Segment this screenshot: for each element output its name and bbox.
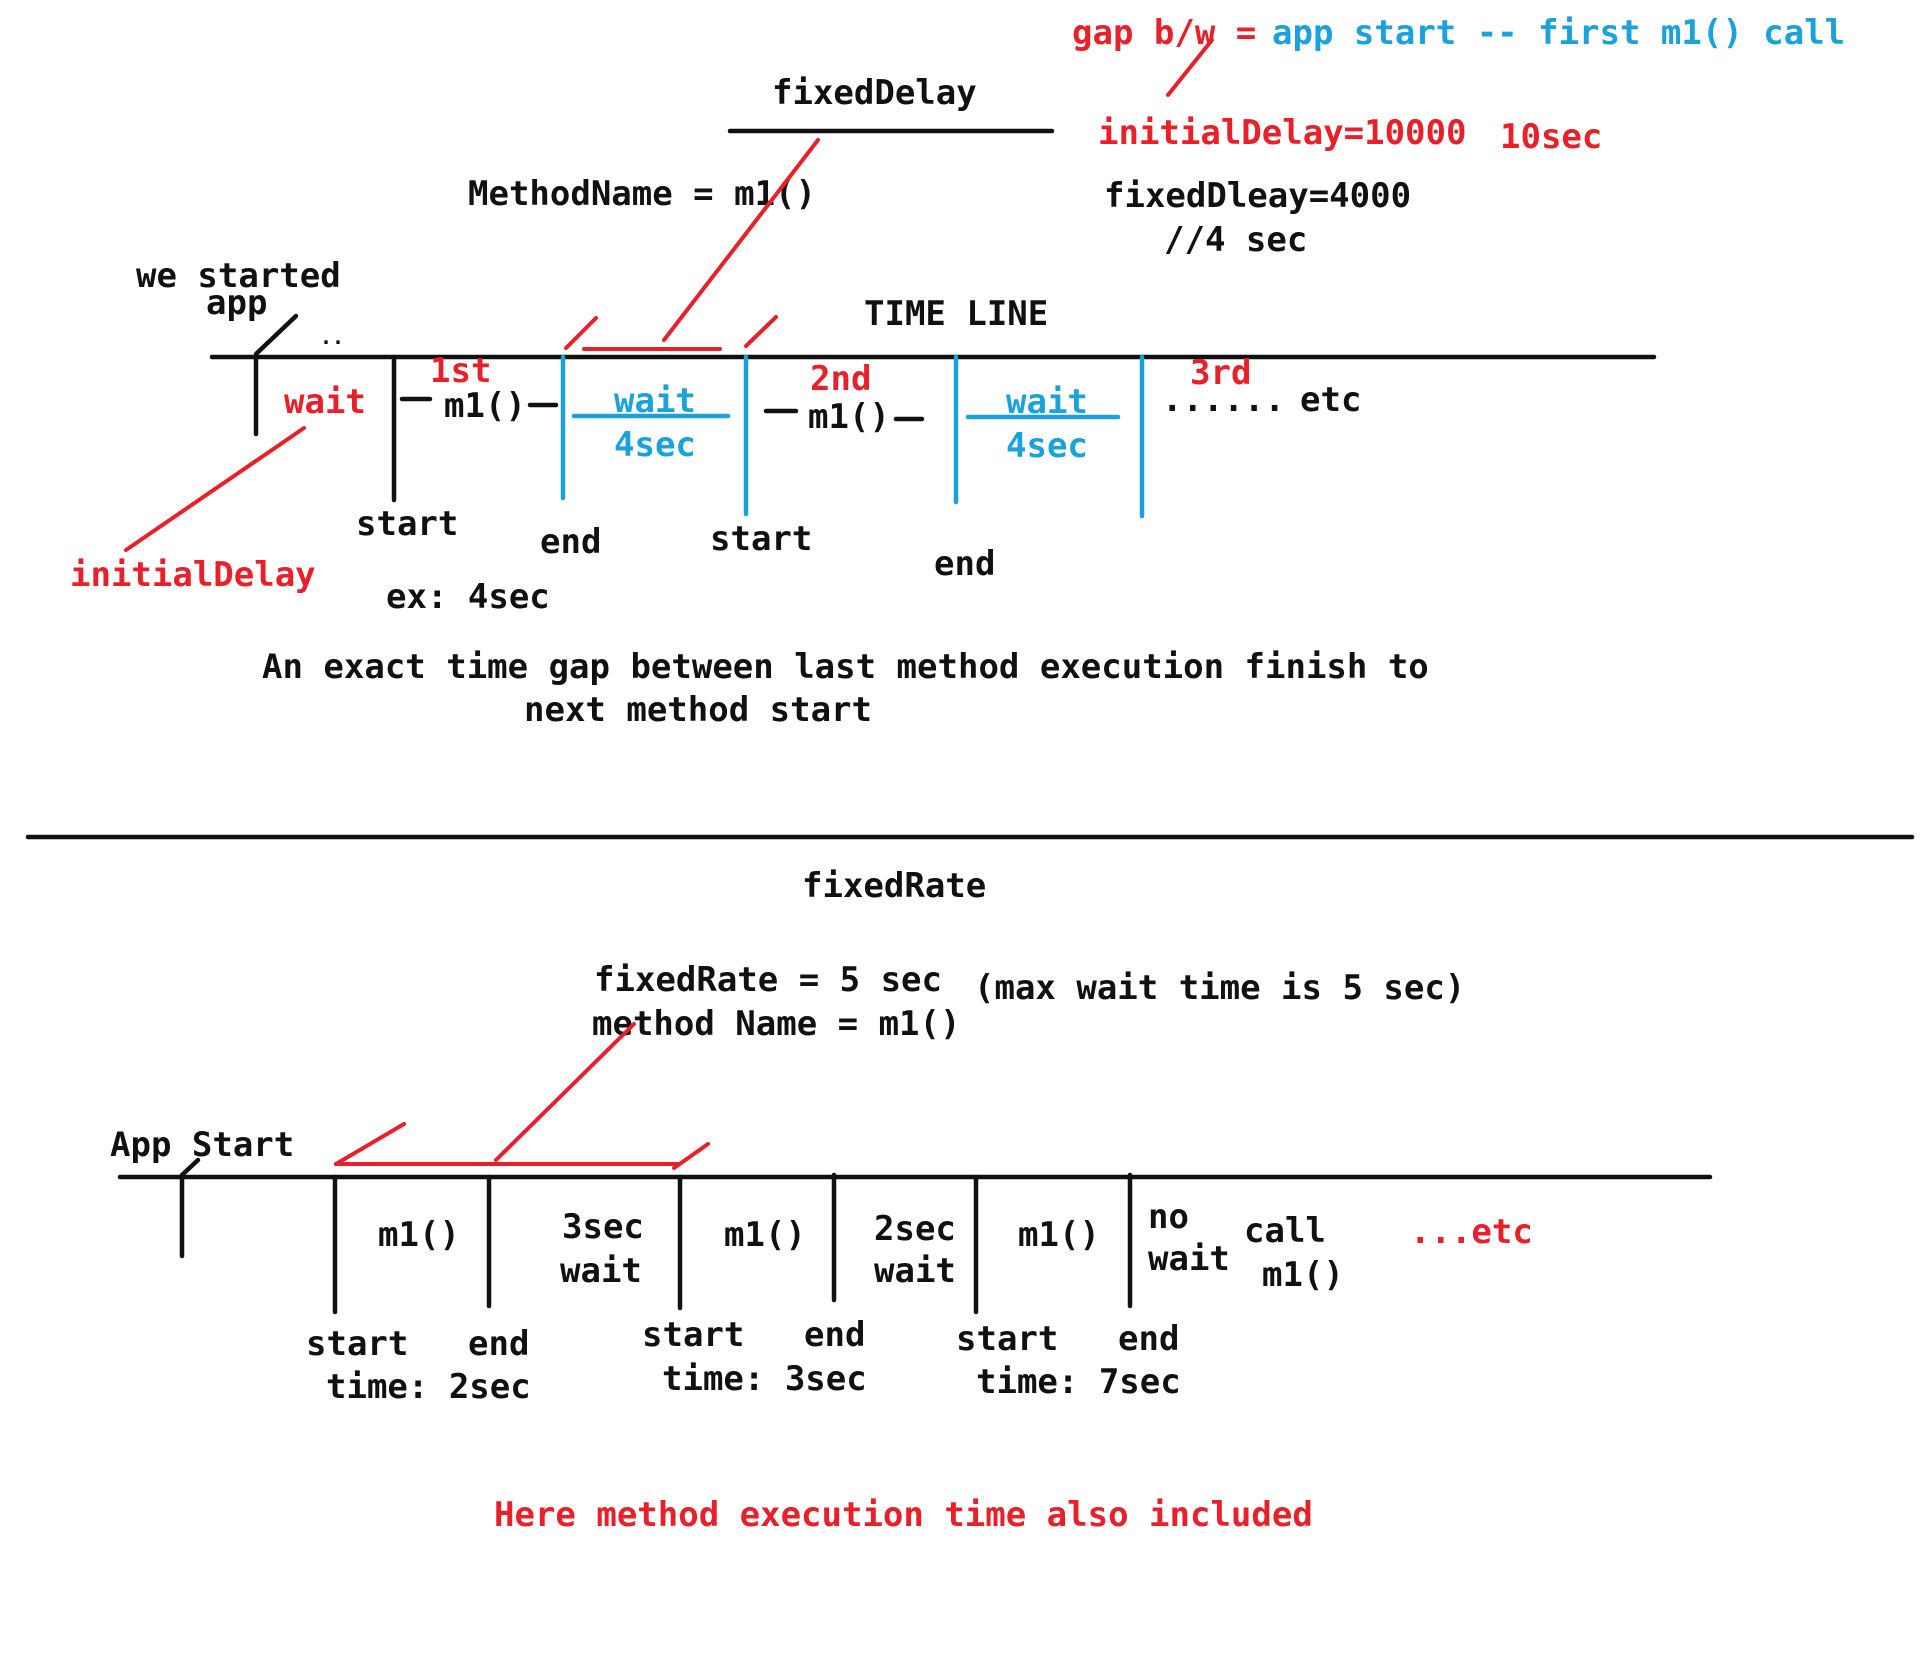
description-line-2: next method start <box>524 690 872 730</box>
rate-end-label-3: end <box>1118 1319 1179 1359</box>
start-label-1: start <box>356 504 458 544</box>
rate-bracket-left-tick <box>334 1122 406 1166</box>
rate-wait-2-word: wait <box>874 1251 956 1291</box>
rate-app-start-tick <box>179 1157 201 1178</box>
no-wait-line-1: no <box>1148 1197 1189 1237</box>
app-started-label-line2: app <box>206 283 267 323</box>
method-call-1: m1() <box>444 386 526 426</box>
rate-time-3: time: 7sec <box>976 1362 1181 1402</box>
rate-method-call-1: m1() <box>378 1215 460 1255</box>
ordinal-3rd: 3rd <box>1190 353 1251 393</box>
start-label-2: start <box>710 519 812 559</box>
fixed-rate-method-name: method Name = m1() <box>592 1004 960 1044</box>
svg-text:..: .. <box>320 325 344 349</box>
rate-start-label-2: start <box>642 1315 744 1355</box>
call-line-2: m1() <box>1262 1255 1344 1295</box>
description-line-1: An exact time gap between last method ex… <box>262 647 1429 687</box>
initial-wait-label: wait <box>284 382 366 422</box>
rate-end-label-2: end <box>804 1315 865 1355</box>
rate-etc: ...etc <box>1410 1212 1533 1252</box>
fixed-delay-section: gap b/w = app start -- first m1() call f… <box>70 13 1845 730</box>
rate-wait-2-value: 2sec <box>874 1209 956 1249</box>
initial-delay-pointer <box>124 426 306 552</box>
fixed-delay-comment: //4 sec <box>1164 220 1307 260</box>
bracket-left-tick <box>564 316 598 350</box>
fixed-rate-title: fixedRate <box>802 866 986 906</box>
initial-delay-label: initialDelay <box>70 555 316 595</box>
rate-start-label-3: start <box>956 1319 1058 1359</box>
end-label-1: end <box>540 522 601 562</box>
rate-time-2: time: 3sec <box>662 1359 867 1399</box>
end-label-2: end <box>934 544 995 584</box>
rate-end-label-1: end <box>468 1324 529 1364</box>
ordinal-1st: 1st <box>430 351 491 391</box>
gap-pointer-line <box>1166 38 1214 97</box>
initial-delay-value: initialDelay=10000 <box>1098 113 1466 153</box>
fixed-delay-title: fixedDelay <box>772 73 977 113</box>
ordinal-2nd: 2nd <box>810 359 871 399</box>
fixed-delay-value: fixedDleay=4000 <box>1104 176 1411 216</box>
fixed-rate-section: fixedRate fixedRate = 5 sec (max wait ti… <box>110 866 1713 1535</box>
rate-bracket-right-tick <box>672 1142 710 1170</box>
timeline-label: TIME LINE <box>864 294 1048 334</box>
gap-suffix-label: app start -- first m1() call <box>1272 13 1845 53</box>
bracket-pointer-line <box>662 138 820 342</box>
gap-prefix-label: gap b/w = <box>1072 13 1256 53</box>
rate-time-1: time: 2sec <box>326 1367 531 1407</box>
rate-footer: Here method execution time also included <box>494 1495 1313 1535</box>
rate-start-label-1: start <box>306 1324 408 1364</box>
etc-label: etc <box>1300 380 1361 420</box>
example-label: ex: 4sec <box>386 577 550 617</box>
blue-duration-1: 4sec <box>614 425 696 465</box>
fixed-rate-value: fixedRate = 5 sec <box>594 960 942 1000</box>
method-call-2: m1() <box>808 397 890 437</box>
no-wait-line-2: wait <box>1148 1239 1230 1279</box>
method-name-label: MethodName = m1() <box>468 174 816 214</box>
fixed-rate-note: (max wait time is 5 sec) <box>974 968 1465 1008</box>
rate-bracket-pointer <box>494 1022 636 1162</box>
initial-delay-unit: 10sec <box>1500 117 1602 157</box>
app-start-tick <box>253 313 299 357</box>
blue-duration-2: 4sec <box>1006 426 1088 466</box>
call-line-1: call <box>1244 1211 1326 1251</box>
bracket-right-tick <box>744 315 778 348</box>
rate-method-call-3: m1() <box>1018 1215 1100 1255</box>
rate-wait-1-value: 3sec <box>562 1207 644 1247</box>
app-start-label: App Start <box>110 1125 294 1165</box>
app-started-label-line1: we started <box>136 256 341 296</box>
rate-wait-1-word: wait <box>560 1251 642 1291</box>
etc-dots: ...... <box>1162 380 1285 420</box>
rate-method-call-2: m1() <box>724 1215 806 1255</box>
